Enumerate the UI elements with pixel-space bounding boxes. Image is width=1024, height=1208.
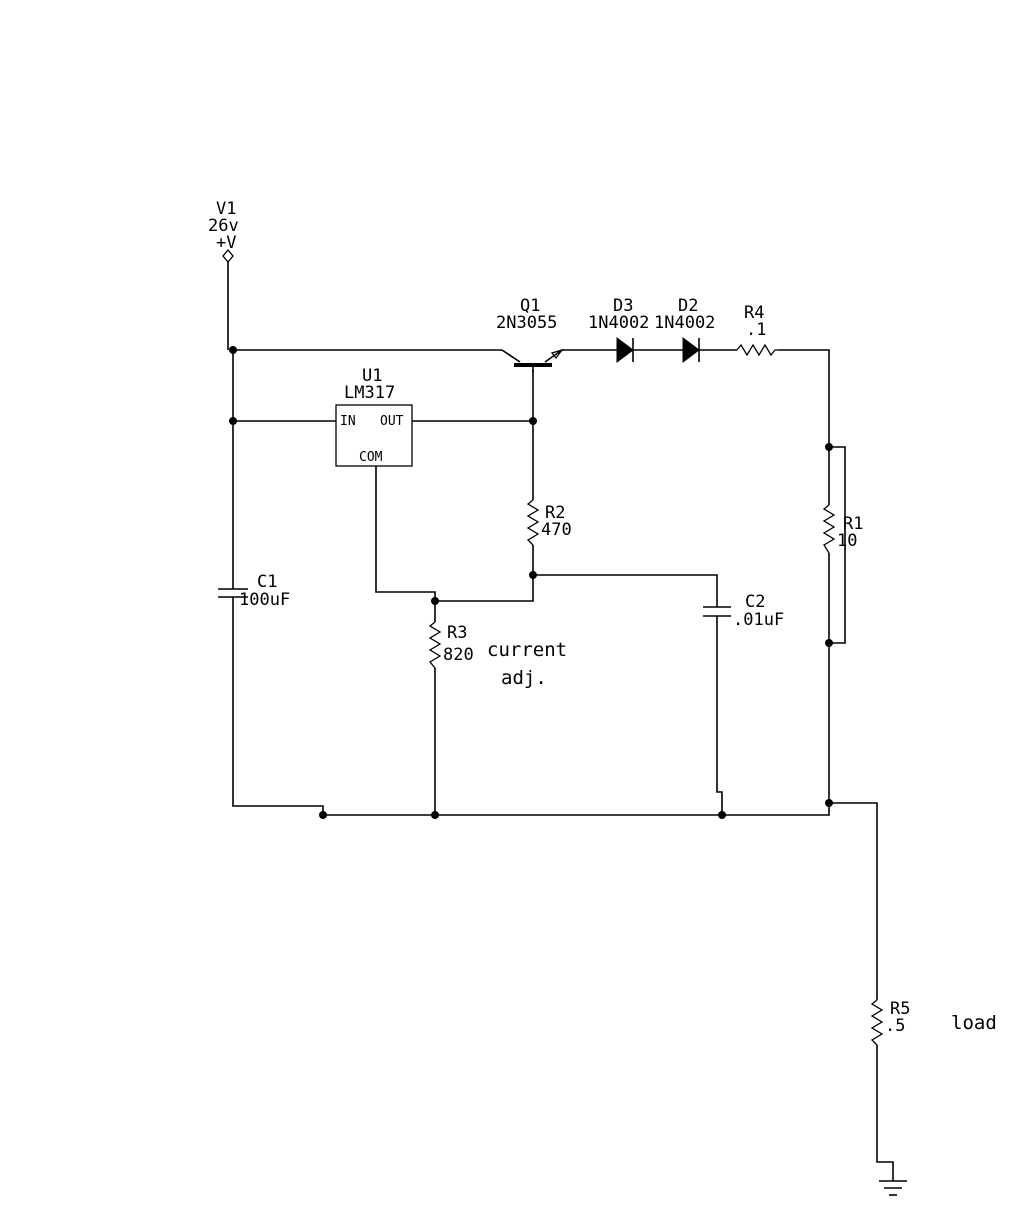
annotations: current adj. load — [487, 639, 997, 1034]
u1-body — [335, 404, 413, 467]
v1-name: V1 — [216, 199, 236, 219]
q1-transistor: Q1 2N3055 — [496, 296, 564, 372]
d3-diode-icon — [616, 337, 634, 363]
r2-zigzag-icon — [526, 499, 540, 546]
q1-emitter — [544, 349, 563, 363]
c2-capacitor: C2 .01uF — [703, 592, 784, 630]
r1-name: R1 — [843, 514, 863, 534]
u1-pin-out: OUT — [380, 414, 404, 429]
r5-resistor: R5 .5 — [870, 999, 910, 1046]
r5-value: .5 — [885, 1016, 905, 1036]
c2-value: .01uF — [733, 610, 784, 630]
r5-name: R5 — [890, 999, 910, 1019]
r1-value: 10 — [837, 531, 857, 551]
d3-name: D3 — [613, 296, 633, 316]
r3-zigzag-icon — [428, 621, 442, 669]
u1-pin-in: IN — [340, 414, 356, 429]
r4-value: .1 — [746, 320, 766, 340]
r1-zigzag-icon — [822, 504, 836, 554]
v1-value: 26v — [208, 216, 239, 236]
ground-icon — [879, 1180, 907, 1196]
u1-value: LM317 — [344, 383, 395, 403]
u1-name: U1 — [362, 366, 382, 386]
v1-terminal-icon — [222, 248, 234, 264]
load-label: load — [951, 1012, 997, 1034]
c1-capacitor: C1 100uF — [218, 572, 290, 610]
wires — [227, 262, 894, 1181]
d2-name: D2 — [678, 296, 698, 316]
current-adj-label-line1: current — [487, 639, 567, 661]
v1-source: V1 26v +V — [208, 199, 239, 264]
q1-value: 2N3055 — [496, 313, 557, 333]
r4-resistor: R4 .1 — [736, 303, 778, 357]
q1-name: Q1 — [520, 296, 540, 316]
r1-resistor: R1 10 — [822, 504, 863, 554]
r2-name: R2 — [545, 503, 565, 523]
junction-dots — [229, 346, 833, 819]
r2-value: 470 — [541, 520, 572, 540]
d2-value: 1N4002 — [654, 313, 715, 333]
r4-name: R4 — [744, 303, 764, 323]
r5-zigzag-icon — [870, 999, 884, 1046]
r2-resistor: R2 470 — [526, 499, 572, 546]
c2-name: C2 — [745, 592, 765, 612]
r4-zigzag-icon — [736, 343, 778, 357]
d2-diode: D2 1N4002 — [654, 296, 715, 363]
c1-name: C1 — [257, 572, 277, 592]
u1-regulator: U1 LM317 IN OUT COM — [335, 366, 413, 467]
q1-emitter-arrow-icon — [550, 348, 564, 360]
r3-value: 820 — [443, 645, 474, 665]
r3-resistor: R3 820 — [428, 621, 474, 669]
q1-collector — [501, 349, 521, 363]
d3-value: 1N4002 — [588, 313, 649, 333]
d3-diode: D3 1N4002 — [588, 296, 649, 363]
current-adj-label-line2: adj. — [501, 667, 547, 689]
r3-name: R3 — [447, 623, 467, 643]
u1-pin-com: COM — [359, 450, 383, 465]
c1-value: 100uF — [239, 590, 290, 610]
v1-terminal-label: +V — [216, 233, 236, 253]
d2-diode-icon — [682, 337, 700, 363]
